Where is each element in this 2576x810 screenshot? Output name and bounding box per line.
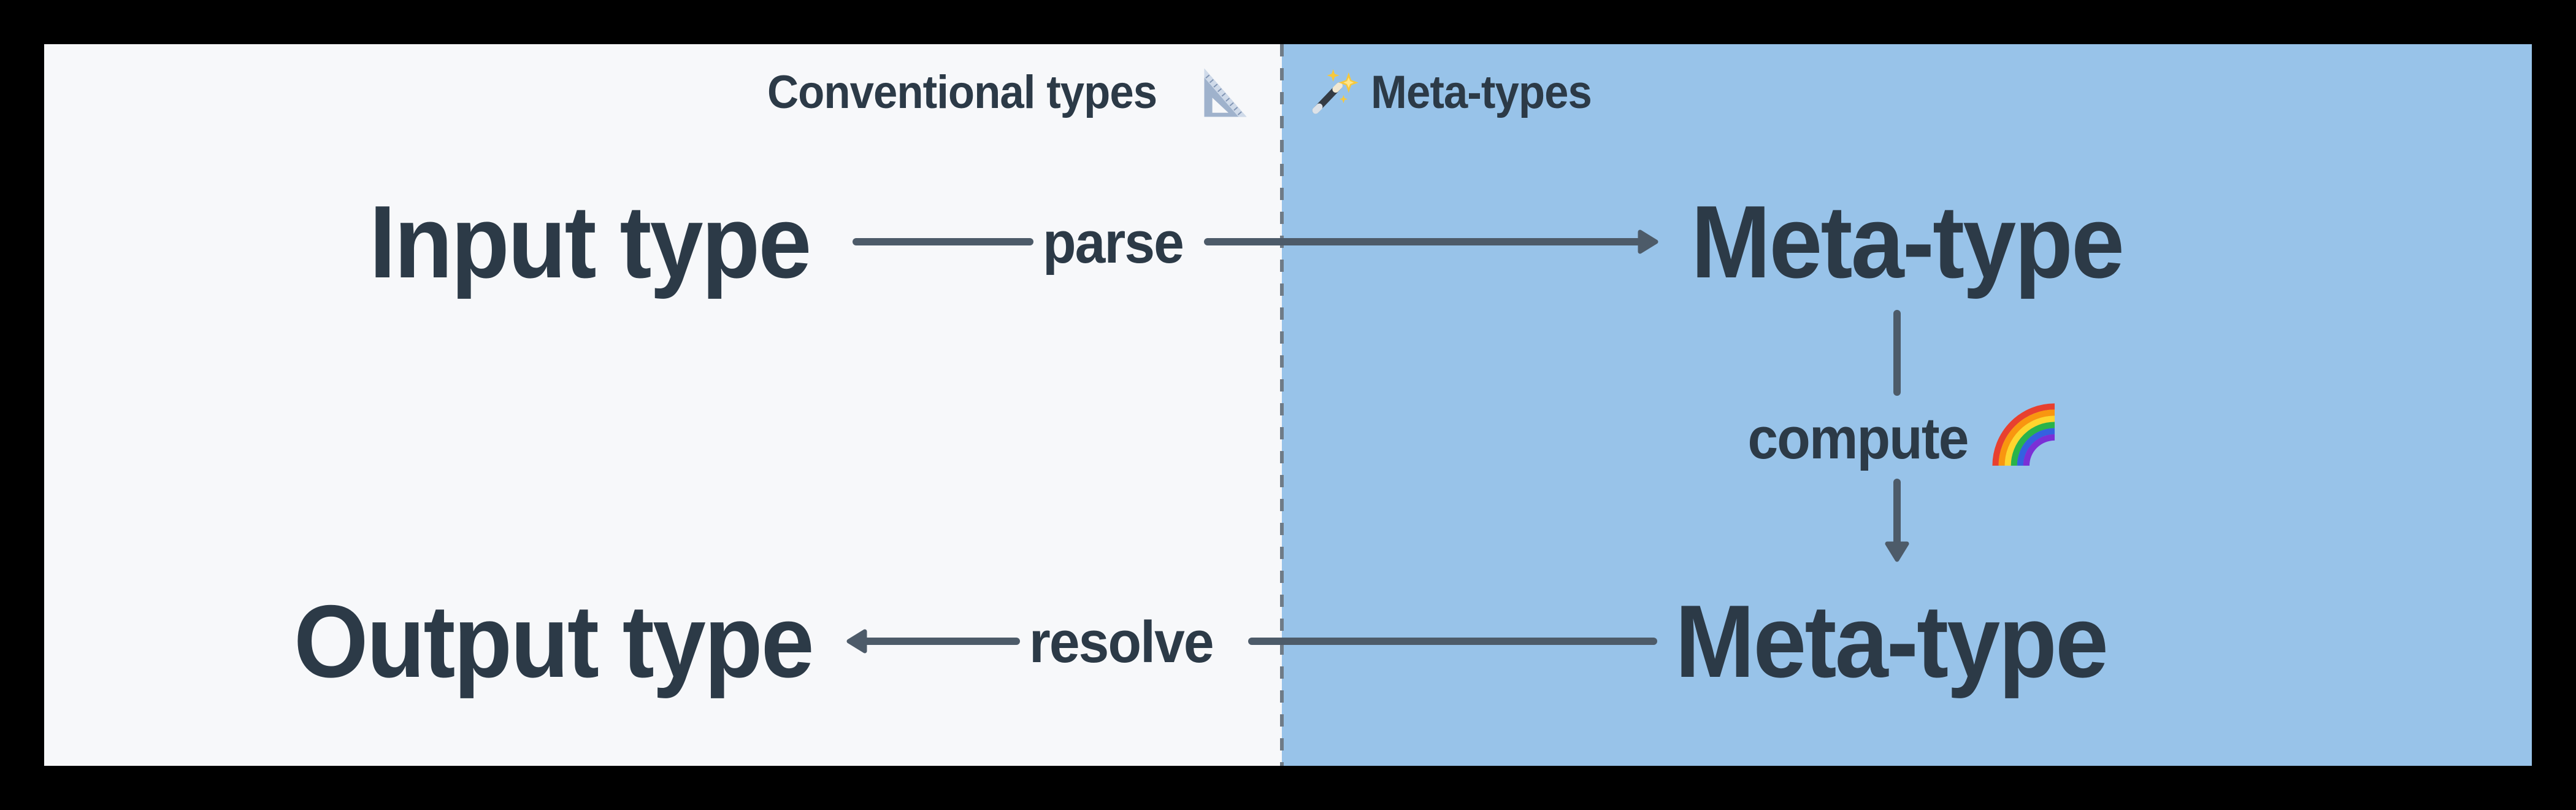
panel-divider-dashed-line xyxy=(1280,44,1284,766)
diagram-canvas: Conventional types xyxy=(44,44,2532,766)
conventional-types-panel xyxy=(44,44,1282,766)
left-panel-title: Conventional types xyxy=(767,66,1157,118)
left-panel-header: Conventional types xyxy=(767,68,1248,118)
parse-edge-label: parse xyxy=(1043,210,1184,276)
compute-arrowhead-down-icon xyxy=(1885,541,1909,562)
resolve-arrow-line-right xyxy=(1248,638,1657,645)
compute-edge-label: compute xyxy=(1747,406,1969,471)
resolve-edge-label: resolve xyxy=(1029,609,1214,675)
compute-arrow-line-bottom xyxy=(1893,479,1901,546)
right-panel-header: Meta-types xyxy=(1309,68,1608,117)
input-type-node: Input type xyxy=(369,184,811,299)
triangular-ruler-icon xyxy=(1204,68,1247,117)
compute-arrow-line-top xyxy=(1893,310,1901,396)
parse-arrow-line-right xyxy=(1204,238,1641,245)
output-type-node: Output type xyxy=(294,584,815,699)
right-panel-title: Meta-types xyxy=(1371,66,1592,118)
magic-wand-icon xyxy=(1312,69,1359,114)
meta-types-panel xyxy=(1282,44,2532,766)
resolve-arrow-line-left xyxy=(863,638,1020,645)
meta-type-bottom-node: Meta-type xyxy=(1675,584,2109,699)
rainbow-icon xyxy=(1992,403,2055,466)
meta-type-top-node: Meta-type xyxy=(1691,184,2125,299)
parse-arrow-line-left xyxy=(853,238,1033,245)
parse-arrowhead-right-icon xyxy=(1638,230,1658,254)
compute-edge-label-group: compute xyxy=(1739,403,2055,471)
